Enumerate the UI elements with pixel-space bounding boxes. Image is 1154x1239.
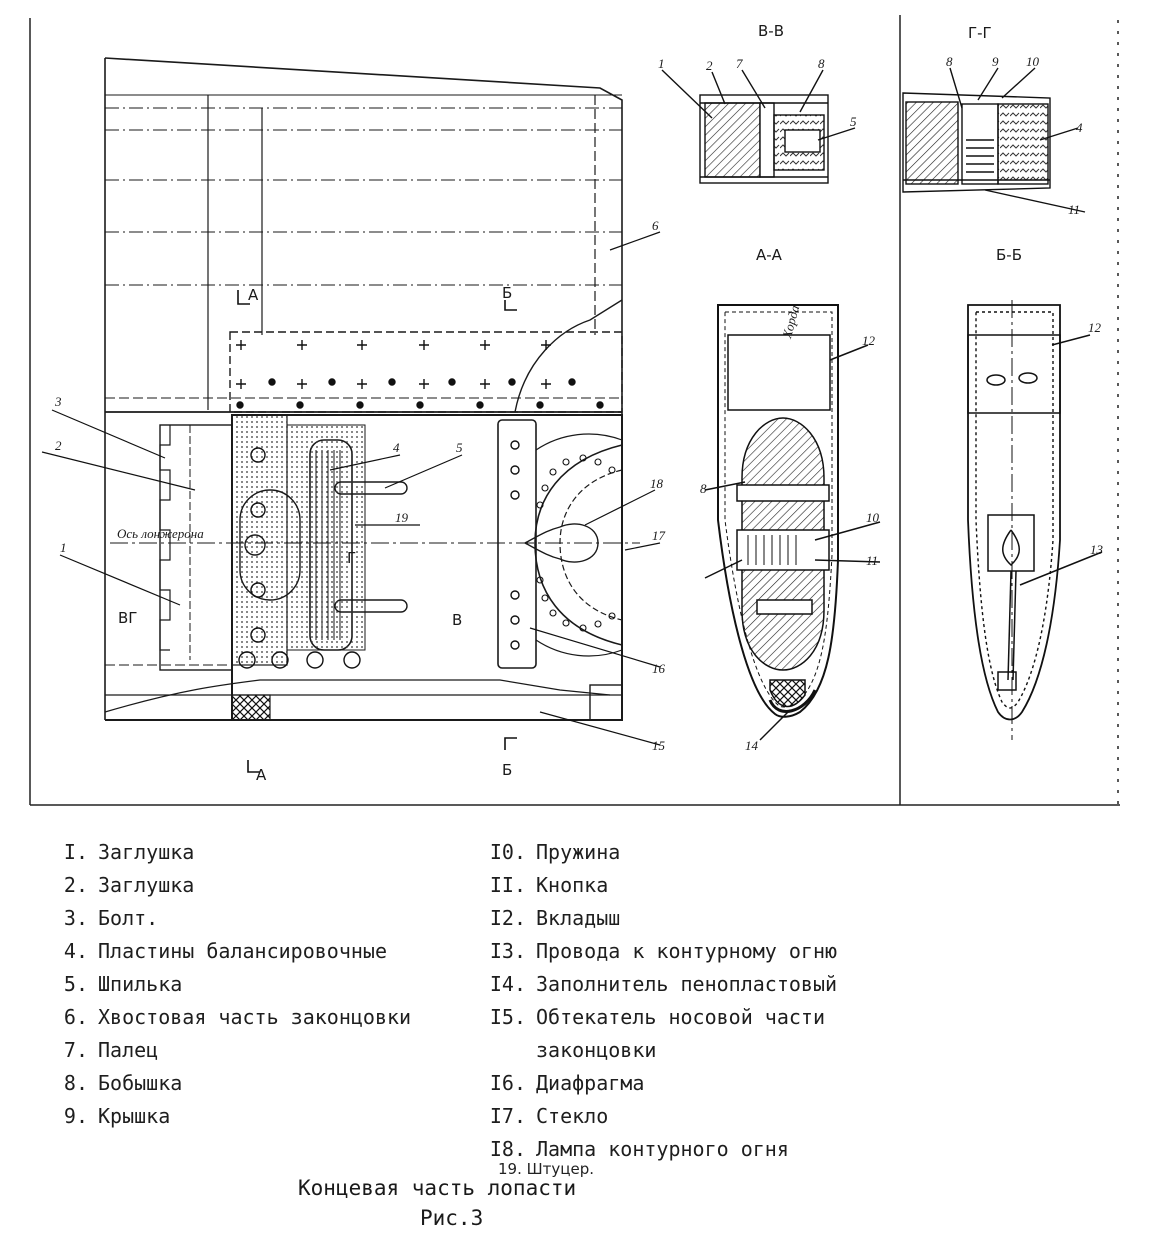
frame: [29, 15, 1120, 806]
aa-callout-12: 12: [862, 333, 876, 348]
gg-callout-10: 10: [1026, 54, 1040, 69]
legend-item: I3.Провода к контурному огню: [489, 939, 838, 963]
bb-callout-12: 12: [1088, 320, 1102, 335]
handwritten-legend-item: 19. Штуцер.: [498, 1160, 595, 1178]
cut-a-top: А: [248, 286, 259, 304]
vv-callout-7: 7: [736, 56, 743, 71]
vv-callout-8: 8: [818, 56, 825, 71]
section-v-v-title: В-В: [758, 22, 784, 40]
figure-number: Рис.3: [420, 1206, 484, 1230]
section-b-b: [967, 300, 1103, 740]
legend-left: I.Заглушка 2.Заглушка 3.Болт. 4.Пластины…: [50, 836, 411, 1133]
legend-item: I5.Обтекатель носовой части: [489, 1005, 825, 1029]
section-g-g-title: Г-Г: [968, 24, 992, 42]
legend-item: 3.Болт.: [63, 906, 159, 930]
cut-b-top: Б: [502, 284, 512, 302]
gg-callout-11: 11: [1068, 202, 1080, 217]
vv-callout-1: 1: [658, 56, 665, 71]
rivets: [236, 340, 616, 669]
bb-callout-13: 13: [1090, 542, 1104, 557]
callout-6: 6: [652, 218, 659, 233]
aa-callout-14: 14: [745, 738, 759, 753]
plan-callouts: 3 2 1 4 5 19 6 18 17 16 15: [54, 218, 666, 753]
section-a-a: [704, 304, 881, 741]
cut-a-bottom: А: [256, 766, 267, 784]
legend-item: 5.Шпилька: [63, 972, 183, 996]
gg-callout-9: 9: [992, 54, 999, 69]
gg-callout-4: 4: [1076, 120, 1083, 135]
legend-item: 8.Бобышка: [63, 1071, 183, 1095]
legend-item: I6.Диафрагма: [489, 1071, 645, 1095]
cut-v: В: [452, 611, 462, 629]
legend-item: 4.Пластины балансировочные: [63, 939, 387, 963]
section-v-v: [661, 69, 856, 184]
callout-15: 15: [652, 738, 666, 753]
legend-right: I0.Пружина II.Кнопка I2.Вкладыш I3.Прово…: [488, 836, 837, 1166]
section-a-a-title: А-А: [756, 246, 783, 264]
legend-item: I.Заглушка: [63, 840, 195, 864]
callout-3: 3: [54, 394, 62, 409]
legend-item: 7.Палец: [63, 1038, 159, 1062]
aa-callout-10: 10: [866, 510, 880, 525]
legend-item-continuation: законцовки: [536, 1038, 657, 1062]
section-g-g: [902, 67, 1086, 213]
callout-2: 2: [55, 438, 62, 453]
legend-item: I4.Заполнитель пенопластовый: [489, 972, 838, 996]
callout-5: 5: [456, 440, 463, 455]
gg-callout-8: 8: [946, 54, 953, 69]
legend-item: I8.Лампа контурного огня: [489, 1137, 789, 1161]
axis-note: Ось лонжерона: [117, 526, 204, 541]
vv-callout-2: 2: [706, 58, 713, 73]
cut-vg: ВГ: [118, 609, 137, 627]
legend-item: 9.Крышка: [63, 1104, 171, 1128]
aa-callout-8: 8: [700, 481, 707, 496]
legend-item: I0.Пружина: [489, 840, 621, 864]
figure-caption: Концевая часть лопасти: [298, 1176, 577, 1200]
callout-17: 17: [652, 528, 666, 543]
cut-b-bottom: Б: [502, 761, 512, 779]
callout-1: 1: [60, 540, 67, 555]
cut-g: Г: [347, 549, 356, 567]
plan-view: [104, 57, 640, 721]
aa-callout-11: 11: [866, 553, 878, 568]
legend-item: II.Кнопка: [489, 873, 609, 897]
callout-18: 18: [650, 476, 664, 491]
section-b-b-title: Б-Б: [996, 246, 1022, 264]
legend-item: I7.Стекло: [489, 1104, 609, 1128]
section-marks: [237, 290, 517, 773]
legend-item: 6.Хвостовая часть законцовки: [63, 1005, 412, 1029]
vv-callout-5: 5: [850, 114, 857, 129]
callout-16: 16: [652, 661, 666, 676]
leaders: [41, 231, 661, 746]
legend-item: 2.Заглушка: [63, 873, 195, 897]
callout-4: 4: [393, 440, 400, 455]
legend-item: I2.Вкладыш: [489, 906, 621, 930]
callout-19: 19: [395, 510, 409, 525]
